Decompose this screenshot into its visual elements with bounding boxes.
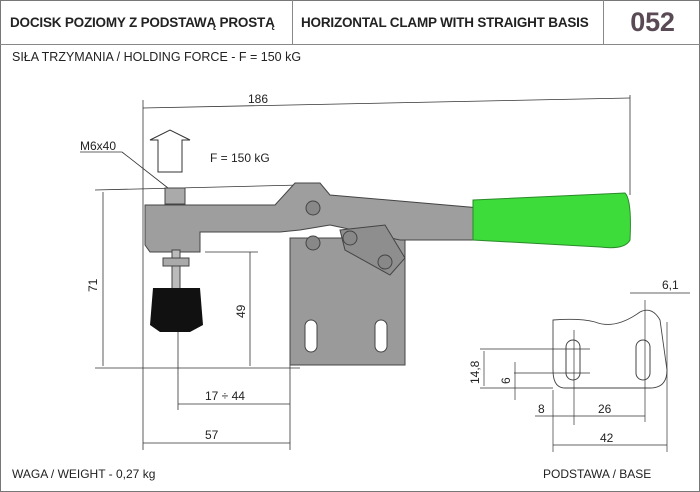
dim-42: 42 [600,431,614,445]
slot [304,319,318,353]
dim-range: 17 ÷ 44 [205,389,245,403]
bolt-label: M6x40 [80,139,116,153]
green-handle [472,192,631,249]
dim-6: 6 [499,377,513,384]
dim-length: 186 [248,92,268,106]
product-number: 052 [630,6,675,37]
dimension-lines [80,95,631,450]
dim-49: 49 [234,304,248,318]
base-label: PODSTAWA / BASE [543,467,651,481]
title-pl: DOCISK POZIOMY Z PODSTAWĄ PROSTĄ [0,0,293,44]
holding-force-text: SIŁA TRZYMANIA / HOLDING FORCE - F = 150… [12,50,302,64]
base-detail: 6,1 14,8 6 8 26 42 [468,278,690,452]
dim-26: 26 [598,402,612,416]
force-label: F = 150 kG [210,151,270,165]
pivot-pins [305,200,393,270]
force-arrow-icon [149,129,191,173]
dim-height: 71 [86,278,100,292]
title-en: HORIZONTAL CLAMP WITH STRAIGHT BASIS [293,0,604,44]
divider [0,44,700,45]
dim-14-8: 14,8 [468,360,482,384]
dim-8: 8 [538,402,545,416]
lock-nut [162,257,190,267]
nut [164,187,186,205]
rubber-foot [150,288,203,332]
dim-6-1: 6,1 [662,278,679,292]
weight-text: WAGA / WEIGHT - 0,27 kg [12,467,155,481]
dim-57: 57 [205,428,219,442]
slot [374,319,388,353]
